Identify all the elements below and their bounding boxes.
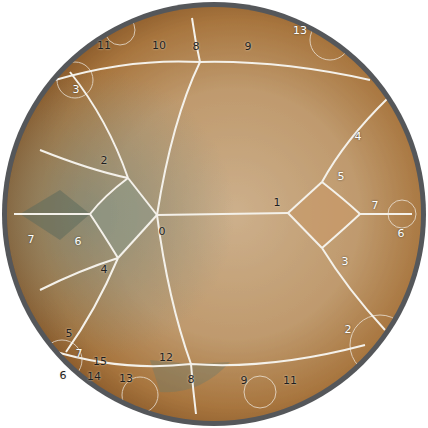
vertex-number: 2 bbox=[344, 324, 353, 336]
vertex-number: 8 bbox=[192, 41, 201, 53]
vertex-number: 13 bbox=[292, 25, 308, 37]
vertex-number: 4 bbox=[100, 264, 109, 276]
tiling-lines bbox=[7, 7, 421, 421]
vertex-number: 7 bbox=[27, 234, 36, 246]
vertex-number: 12 bbox=[158, 352, 174, 364]
vertex-number: 0 bbox=[158, 226, 167, 238]
vertex-number: 2 bbox=[100, 155, 109, 167]
vertex-number: 1 bbox=[273, 197, 282, 209]
vertex-number: 5 bbox=[337, 171, 346, 183]
vertex-number: 11 bbox=[282, 375, 298, 387]
vertex-number: 10 bbox=[151, 40, 167, 52]
vertex-number: 9 bbox=[244, 41, 253, 53]
vertex-number: 8 bbox=[187, 374, 196, 386]
vertex-number: 3 bbox=[72, 84, 81, 96]
vertex-number: 6 bbox=[74, 236, 83, 248]
vertex-number: 7 bbox=[75, 348, 84, 360]
vertex-number: 6 bbox=[59, 370, 68, 382]
vertex-number: 7 bbox=[371, 200, 380, 212]
vertex-number: 14 bbox=[86, 371, 102, 383]
vertex-number: 15 bbox=[92, 356, 108, 368]
vertex-number: 6 bbox=[397, 228, 406, 240]
vertex-number: 4 bbox=[354, 131, 363, 143]
disk-ground bbox=[7, 7, 421, 421]
vertex-number: 11 bbox=[96, 40, 112, 52]
vertex-number: 5 bbox=[65, 328, 74, 340]
vertex-number: 9 bbox=[240, 375, 249, 387]
vertex-number: 13 bbox=[118, 373, 134, 385]
vertex-number: 3 bbox=[341, 256, 350, 268]
